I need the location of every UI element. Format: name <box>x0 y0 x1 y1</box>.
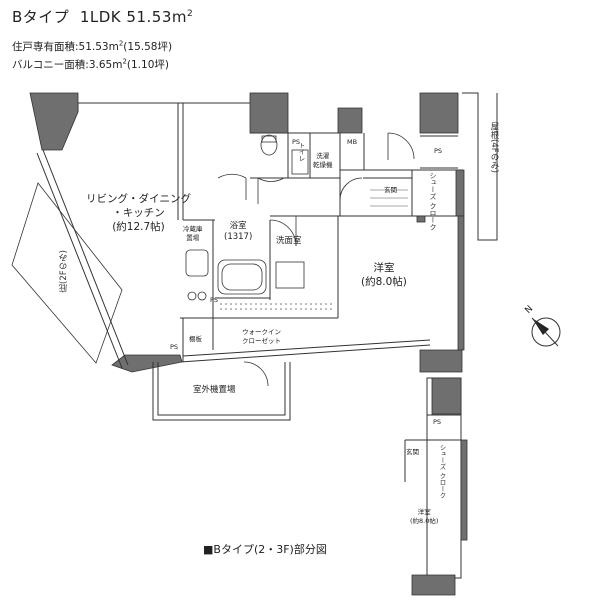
laundry-dryer-label: 洗濯 乾燥機 <box>313 152 333 169</box>
roof-label: 屋根(4Fのみ) <box>489 122 499 173</box>
exterior-wall-left <box>36 149 129 369</box>
north-arrow-icon <box>531 317 561 347</box>
partial-western-label: 洋室 (約8.0帖) <box>410 508 439 525</box>
eaves-label: 庇(2Fのみ) <box>59 250 69 293</box>
mb-label: MB <box>347 138 358 146</box>
roof-strip <box>462 92 498 241</box>
room-ldk: リビング・ダイニング ・キッチン (約12.7帖) <box>86 193 191 234</box>
partial-shoes-closet-label: シューズ クローク <box>438 444 446 499</box>
toilet-label: トイレ <box>297 142 305 162</box>
structural-walls <box>29 92 465 373</box>
ps-label-right: PS <box>434 147 443 155</box>
partial-plan-caption: ■Bタイプ(2・3F)部分図 <box>203 543 327 556</box>
room-walk-in-closet: ウォークイン クローゼット <box>242 328 281 345</box>
room-fridge-space: 冷蔵庫 置場 <box>183 225 203 242</box>
ps-label-left: PS <box>170 343 179 351</box>
room-bathroom: 浴室 (1317) <box>224 221 253 243</box>
ps-label-mid: PS <box>210 296 219 304</box>
partial-entrance-label: 玄関 <box>406 448 419 456</box>
door-swings <box>217 132 415 387</box>
plan-type-title: Bタイプ 1LDK 51.53m2 <box>12 8 194 26</box>
room-western: 洋室 (約8.0帖) <box>361 262 407 289</box>
room-washroom: 洗面室 <box>276 236 302 246</box>
partial-ps-label: PS <box>433 418 442 426</box>
partial-plan-walls <box>411 377 468 596</box>
private-area-text: 住戸専有面積:51.53m2(15.58坪) <box>12 39 173 54</box>
balcony-outline <box>152 362 291 421</box>
fixtures <box>185 134 309 301</box>
shelf-label: 棚板 <box>189 335 202 343</box>
entrance-label: 玄関 <box>384 186 397 194</box>
outdoor-unit-space: 室外機置場 <box>193 385 236 395</box>
ps-label-top: PS <box>292 138 301 146</box>
eaves-strip <box>11 182 123 364</box>
balcony-area-text: バルコニー面積:3.65m2(1.10坪) <box>12 57 169 72</box>
entrance-steps <box>370 189 408 207</box>
shoes-closet-label: シューズ クローク <box>429 172 437 231</box>
unit-outline <box>77 102 462 363</box>
closet-rail <box>220 303 334 310</box>
